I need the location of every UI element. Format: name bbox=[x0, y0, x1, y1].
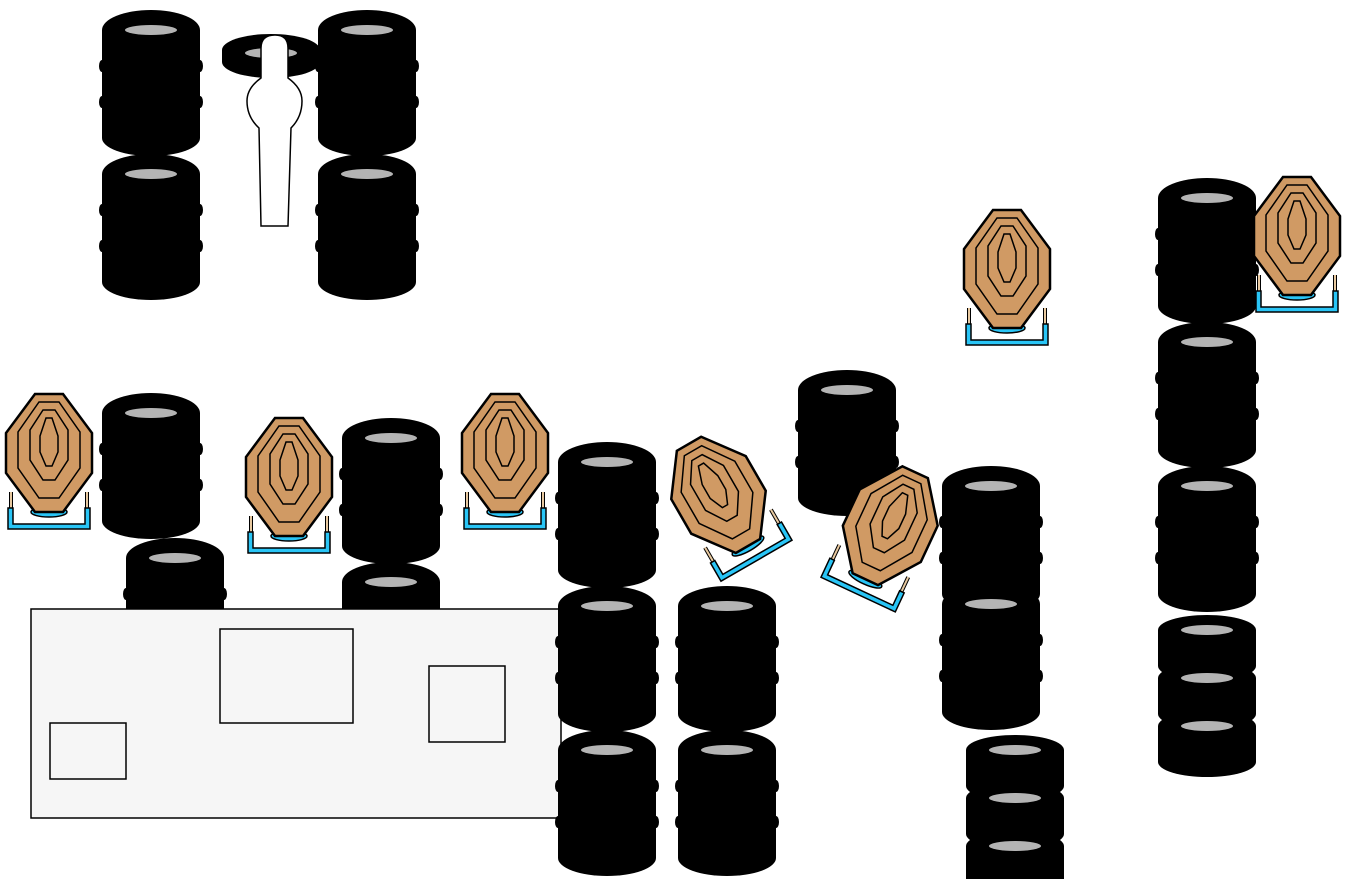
tire-stack bbox=[99, 10, 203, 156]
tire-stack bbox=[939, 584, 1043, 730]
tire-stack bbox=[675, 586, 779, 732]
single-tire bbox=[1158, 711, 1256, 777]
tire-stack bbox=[555, 442, 659, 588]
steel-target bbox=[460, 392, 550, 531]
tire-stack bbox=[99, 154, 203, 300]
no-shoot-target bbox=[246, 34, 303, 227]
steel-target bbox=[1252, 175, 1342, 314]
tire-stack bbox=[339, 418, 443, 564]
window-opening bbox=[428, 665, 506, 743]
tire-stack bbox=[1155, 178, 1259, 324]
window-opening bbox=[219, 628, 354, 724]
shooting-structure bbox=[30, 608, 562, 819]
steel-target bbox=[962, 208, 1052, 347]
steel-target bbox=[244, 416, 334, 555]
tire-stack bbox=[675, 730, 779, 876]
tire-stack bbox=[315, 154, 419, 300]
steel-target bbox=[4, 392, 94, 531]
tire-stack bbox=[555, 730, 659, 876]
tire-stack bbox=[99, 393, 203, 539]
tire-stack bbox=[315, 10, 419, 156]
tire-stack bbox=[1155, 466, 1259, 612]
window-opening bbox=[49, 722, 127, 780]
single-tire bbox=[966, 831, 1064, 879]
tire-stack bbox=[1155, 322, 1259, 468]
tire-stack bbox=[555, 586, 659, 732]
steel-target bbox=[649, 420, 796, 585]
